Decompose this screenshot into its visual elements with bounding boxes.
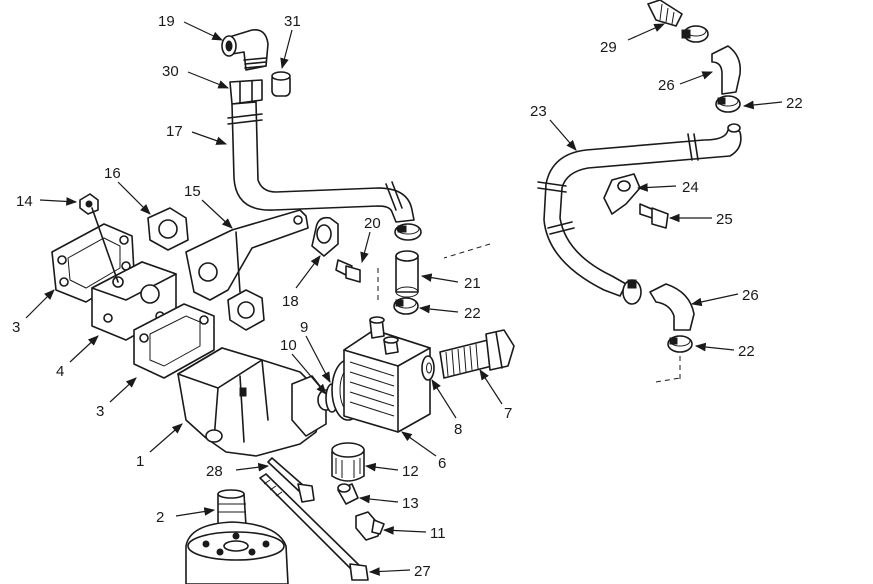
bushing-part [271,71,291,97]
callout-22-right-upper: 22 [786,95,803,112]
gasket-part [147,207,189,251]
clip-bolt-right-part [639,203,669,229]
clip-right-part [603,173,641,215]
callout-18: 18 [282,293,299,310]
hose-clamp-upper-part [394,223,422,241]
callout-3-upper: 3 [12,319,20,336]
callout-10: 10 [280,337,297,354]
callout-8: 8 [454,421,462,438]
hose-clamp-top-part [681,25,709,43]
short-bolt-part [267,457,315,503]
callout-13: 13 [402,495,419,512]
hose-clamp-right-lower-part [667,335,693,353]
upper-hose-part [227,101,415,223]
hollow-bolt-part [439,329,515,379]
callout-26-lower: 26 [742,287,759,304]
callout-31: 31 [284,13,301,30]
filter-cap-part [331,442,365,482]
hose-clip-part [311,216,339,257]
adapter-gasket-lower-part [133,303,215,379]
callout-4: 4 [56,363,64,380]
leader-lines [25,21,783,576]
hose-barb-fitting-part [647,0,683,27]
elbow-fitting-part [221,28,269,71]
hose-clamp-tube-part [393,297,419,315]
hose-clamp-right-upper-part [715,95,741,113]
callout-23: 23 [530,103,547,120]
callout-3-lower: 3 [96,403,104,420]
pressure-sensor-part [355,511,385,541]
oil-filter-part [185,489,289,584]
callout-28: 28 [206,463,223,480]
washer-part [421,355,435,381]
round-gasket-part [227,289,265,331]
callout-14: 14 [16,193,33,210]
elbow-hose-upper-part [711,45,742,95]
callout-25: 25 [716,211,733,228]
hose-clamp-right-mid-part [622,279,642,305]
callout-17: 17 [166,123,183,140]
callout-30: 30 [162,63,179,80]
callout-15: 15 [184,183,201,200]
callout-22-left: 22 [464,305,481,322]
callout-20: 20 [364,215,381,232]
callout-19: 19 [158,13,175,30]
callout-11: 11 [430,525,446,542]
short-tube-part [395,250,419,298]
mounting-bracket-part [185,209,309,301]
callout-16: 16 [104,165,121,182]
callout-12: 12 [402,463,419,480]
long-bolt-part [259,473,369,581]
callout-24: 24 [682,179,699,196]
pipe-plug-part [79,193,99,215]
callout-21: 21 [464,275,481,292]
filter-head-part [177,347,335,457]
callout-7: 7 [504,405,512,422]
callout-1: 1 [136,453,144,470]
tee-fitting-part [337,483,359,505]
callout-22-right-lower: 22 [738,343,755,360]
callout-9: 9 [300,319,308,336]
callout-6: 6 [438,455,446,472]
oil-cooler-part [343,316,431,433]
callout-2: 2 [156,509,164,526]
clip-bolt-part [335,259,361,283]
callout-27: 27 [414,563,431,580]
callout-26-upper: 26 [658,77,675,94]
hose-nut-part [229,79,263,105]
callout-labels: 19 31 30 17 16 14 15 20 18 21 22 3 4 3 1… [12,13,803,580]
callout-29: 29 [600,39,617,56]
elbow-hose-lower-part [649,283,695,331]
